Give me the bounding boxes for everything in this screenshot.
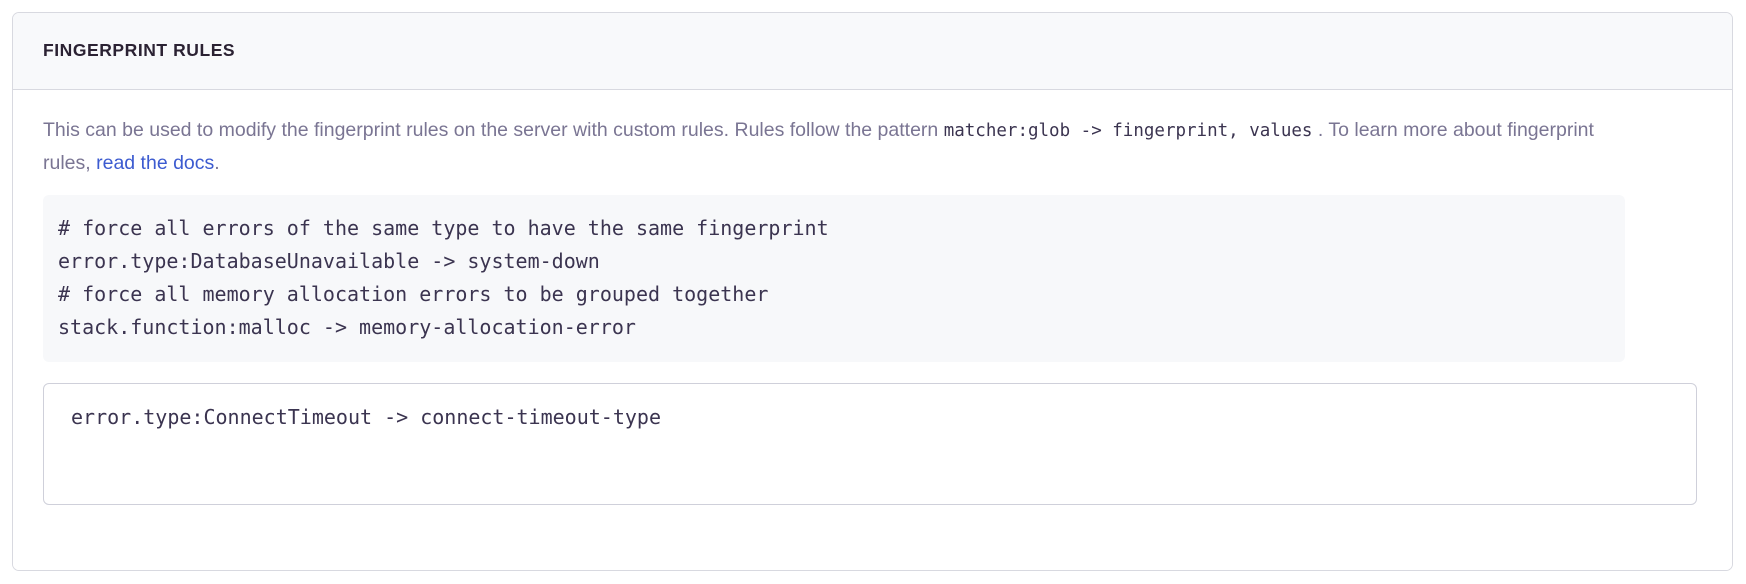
read-the-docs-link[interactable]: read the docs: [96, 152, 215, 174]
inline-code-pattern: matcher:glob -> fingerprint, values: [943, 121, 1313, 141]
fingerprint-rules-panel: FINGERPRINT RULES This can be used to mo…: [12, 12, 1733, 571]
fingerprint-rules-example-code: # force all errors of the same type to h…: [43, 195, 1625, 362]
description-text-part-2: . To learn more about fingerprint rules,: [43, 119, 1594, 174]
panel-description: This can be used to modify the fingerpri…: [43, 114, 1643, 179]
description-text-part-1: This can be used to modify the fingerpri…: [43, 119, 944, 141]
page-title: FINGERPRINT RULES: [43, 40, 236, 61]
panel-body: This can be used to modify the fingerpri…: [13, 90, 1732, 570]
panel-header: FINGERPRINT RULES: [13, 13, 1732, 90]
fingerprint-rules-textarea[interactable]: [43, 383, 1697, 505]
description-text-part-3: .: [214, 152, 220, 174]
